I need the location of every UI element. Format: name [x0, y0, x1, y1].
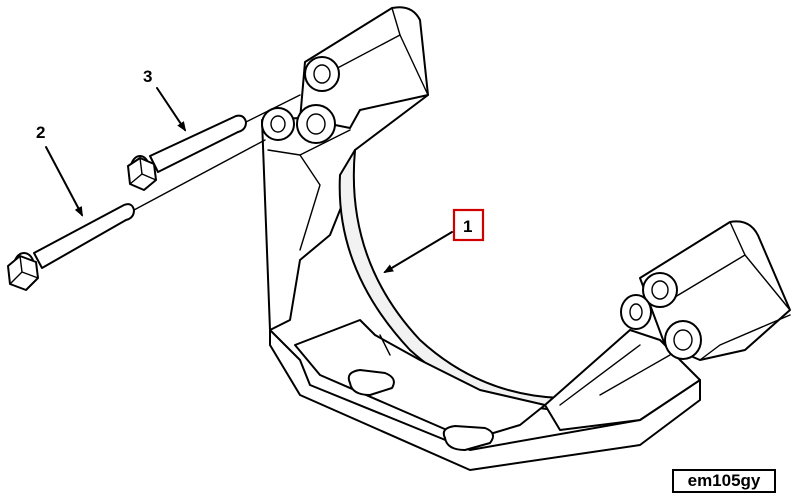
base-slot-lower — [442, 425, 495, 451]
leader-arrow-1 — [383, 231, 453, 274]
long-capscrew — [7, 203, 135, 291]
figure-reference-label: em105gy — [672, 469, 776, 493]
bracket-right-bolt-bosses — [620, 272, 702, 360]
callout-highlight-box — [452, 208, 485, 242]
leader-arrow-2 — [45, 146, 83, 217]
bracket-right-arm — [544, 329, 701, 431]
short-capscrew — [127, 114, 247, 191]
leader-arrow-3 — [156, 87, 187, 132]
support-bracket — [261, 6, 791, 471]
callout-number-2: 2 — [36, 123, 45, 142]
alignment-lines — [133, 94, 301, 211]
callout-number-3: 3 — [143, 67, 152, 86]
bracket-left-bolt-bosses — [261, 56, 340, 144]
base-slot-upper — [347, 369, 395, 396]
callout-number-1: 1 — [463, 217, 472, 236]
